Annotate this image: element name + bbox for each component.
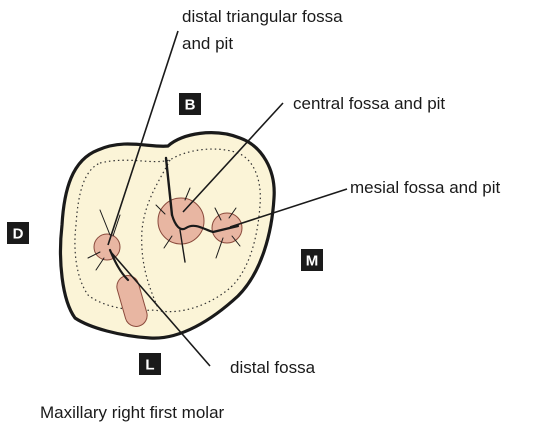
label-mesial: mesial fossa and pit (350, 178, 501, 197)
badge-mesial: M (301, 249, 323, 271)
svg-text:L: L (145, 357, 154, 374)
label-distal-fossa: distal fossa (230, 358, 316, 377)
label-distal-triangular-line2: and pit (182, 34, 233, 53)
caption: Maxillary right first molar (40, 403, 225, 422)
label-distal-triangular-line1: distal triangular fossa (182, 7, 343, 26)
svg-text:B: B (185, 97, 196, 114)
badge-buccal: B (179, 93, 201, 115)
svg-text:D: D (13, 226, 24, 243)
label-central: central fossa and pit (293, 94, 445, 113)
svg-text:M: M (306, 253, 319, 270)
badge-distal: D (7, 222, 29, 244)
distal-triangular-pit (94, 234, 120, 260)
badge-lingual: L (139, 353, 161, 375)
